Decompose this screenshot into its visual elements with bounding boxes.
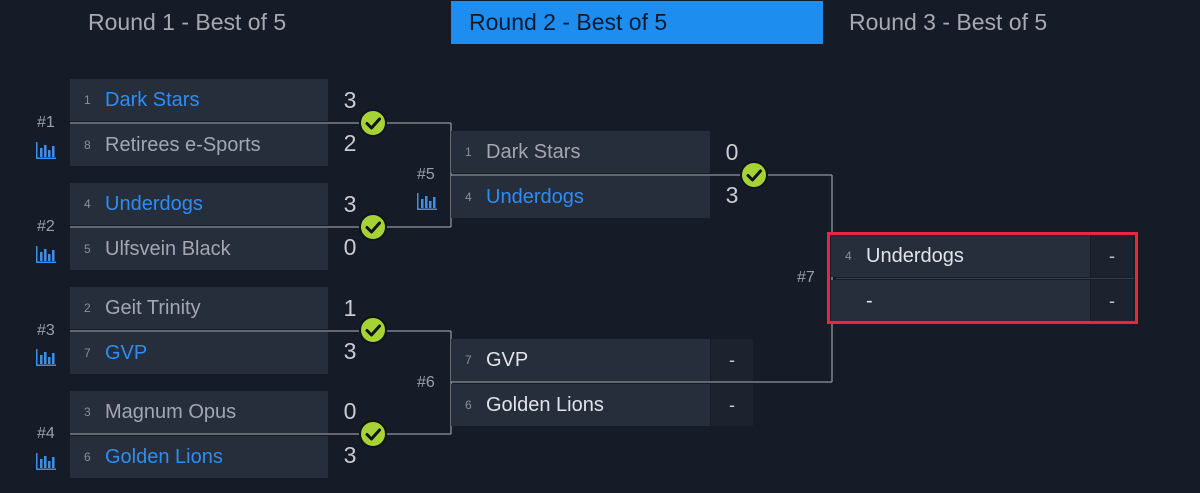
seed-number: 4 <box>845 249 852 263</box>
tab-round-1-label: Round 1 - Best of 5 <box>88 9 287 35</box>
bar-chart-icon[interactable] <box>417 193 437 210</box>
seed-number: 4 <box>465 190 472 204</box>
team-name[interactable]: Golden Lions <box>486 394 604 416</box>
team-name[interactable]: Ulfsvein Black <box>105 238 231 260</box>
team-name[interactable]: Underdogs <box>486 186 584 208</box>
seed-number: 1 <box>84 93 91 107</box>
team-name[interactable]: Underdogs <box>866 245 964 267</box>
seed-number: 4 <box>84 197 91 211</box>
tab-round-2[interactable]: Round 2 - Best of 5 <box>451 1 823 44</box>
team-score: 3 <box>343 442 357 468</box>
tab-round-3[interactable]: Round 3 - Best of 5 <box>849 1 1149 44</box>
match-number-5: #5 <box>417 166 435 183</box>
checkmark-icon <box>359 316 387 344</box>
team-score: 2 <box>343 130 357 156</box>
seed-number: 7 <box>465 353 472 367</box>
team-score: - <box>711 339 753 381</box>
team-score: - <box>1091 280 1133 322</box>
match-2-slot-2[interactable]: 5 Ulfsvein Black <box>70 228 328 270</box>
match-number-3: #3 <box>37 322 55 339</box>
match-3-slot-1[interactable]: 2 Geit Trinity <box>70 287 328 329</box>
seed-number: 5 <box>84 242 91 256</box>
match-number-6: #6 <box>417 374 435 391</box>
team-score: - <box>711 384 753 426</box>
bar-chart-icon[interactable] <box>36 142 56 159</box>
seed-number: 2 <box>84 301 91 315</box>
seed-number: 8 <box>84 138 91 152</box>
match-1-slot-1[interactable]: 1 Dark Stars <box>70 79 328 121</box>
match-7-slot-1[interactable]: 4 Underdogs <box>831 235 1090 277</box>
match-number-7: #7 <box>797 269 815 286</box>
team-name[interactable]: Golden Lions <box>105 446 223 468</box>
match-4-slot-2[interactable]: 6 Golden Lions <box>70 436 328 478</box>
team-name[interactable]: GVP <box>105 342 148 364</box>
team-score: 3 <box>343 87 357 113</box>
checkmark-icon <box>740 161 768 189</box>
team-score: 1 <box>343 295 357 321</box>
seed-number: 7 <box>84 346 91 360</box>
checkmark-icon <box>359 109 387 137</box>
match-6-slot-2[interactable]: 6 Golden Lions <box>451 384 710 426</box>
team-name[interactable]: - <box>866 290 873 312</box>
seed-number: 1 <box>465 145 472 159</box>
final-divider <box>836 278 1134 279</box>
team-score: 3 <box>725 182 739 208</box>
team-name[interactable]: Geit Trinity <box>105 297 201 319</box>
seed-number: 6 <box>465 398 472 412</box>
match-2-slot-1[interactable]: 4 Underdogs <box>70 183 328 225</box>
team-name[interactable]: Magnum Opus <box>105 401 237 423</box>
seed-number: 3 <box>84 405 91 419</box>
match-5-slot-2[interactable]: 4 Underdogs <box>451 176 710 218</box>
match-1-slot-2[interactable]: 8 Retirees e-Sports <box>70 124 328 166</box>
seed-number: 6 <box>84 450 91 464</box>
match-number-2: #2 <box>37 218 55 235</box>
match-6-slot-1[interactable]: 7 GVP <box>451 339 710 381</box>
tab-round-2-label: Round 2 - Best of 5 <box>469 9 668 35</box>
team-score: 0 <box>343 234 357 260</box>
tab-round-3-label: Round 3 - Best of 5 <box>849 9 1048 35</box>
bar-chart-icon[interactable] <box>36 349 56 366</box>
team-score: 0 <box>725 139 739 165</box>
team-name[interactable]: Dark Stars <box>486 141 581 163</box>
team-name[interactable]: GVP <box>486 349 529 371</box>
match-number-1: #1 <box>37 114 55 131</box>
match-number-4: #4 <box>37 425 55 442</box>
team-score: 0 <box>343 398 357 424</box>
team-name[interactable]: Underdogs <box>105 193 203 215</box>
match-4-slot-1[interactable]: 3 Magnum Opus <box>70 391 328 433</box>
team-score: - <box>1091 235 1133 277</box>
team-name[interactable]: Retirees e-Sports <box>105 134 261 156</box>
checkmark-icon <box>359 213 387 241</box>
match-3-slot-2[interactable]: 7 GVP <box>70 332 328 374</box>
checkmark-icon <box>359 420 387 448</box>
team-score: 3 <box>343 191 357 217</box>
tab-round-1[interactable]: Round 1 - Best of 5 <box>88 1 388 44</box>
match-7-slot-2[interactable]: - <box>831 280 1090 322</box>
match-5-slot-1[interactable]: 1 Dark Stars <box>451 131 710 173</box>
bar-chart-icon[interactable] <box>36 453 56 470</box>
team-name[interactable]: Dark Stars <box>105 89 200 111</box>
team-score: 3 <box>343 338 357 364</box>
bar-chart-icon[interactable] <box>36 246 56 263</box>
